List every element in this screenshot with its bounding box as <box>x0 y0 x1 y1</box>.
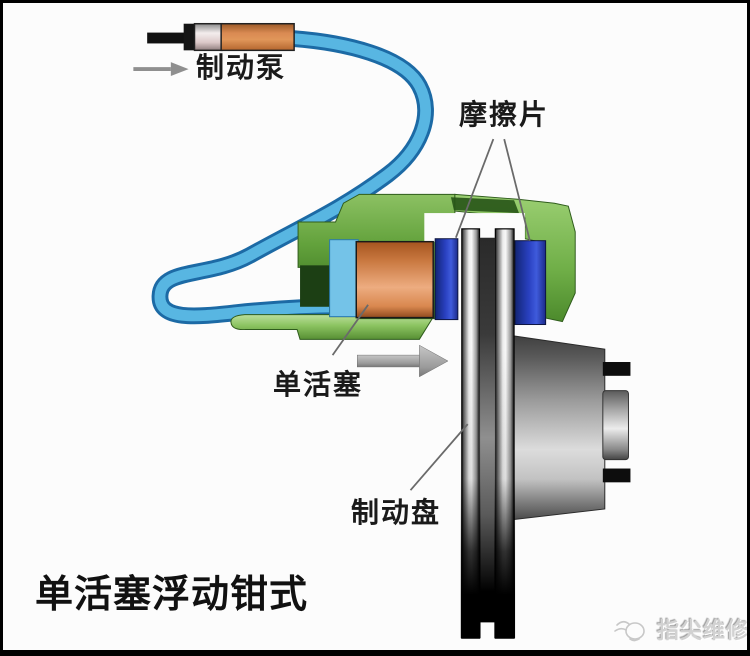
pump-arrow-icon <box>133 62 189 76</box>
pump-flange <box>183 23 195 51</box>
wheel-hub <box>509 334 631 521</box>
piston <box>355 240 434 319</box>
brake-disc <box>460 228 516 639</box>
hand-sketch-icon <box>614 620 645 642</box>
outer-friction-pad <box>514 240 547 326</box>
bridge-shadow <box>450 197 519 214</box>
diagram-title: 单活塞浮动钳式 <box>35 574 309 616</box>
pump-orange-cylinder <box>220 22 295 52</box>
pointer-brake-disc <box>409 423 469 491</box>
wheel-stud-top <box>602 362 631 376</box>
hub-cap <box>602 390 629 461</box>
brake-disc-label: 制动盘 <box>351 498 442 529</box>
caliper-mount-arm <box>230 314 433 340</box>
pointer-lines <box>331 138 531 491</box>
inner-friction-pad <box>434 238 459 321</box>
friction-pads-label: 摩擦片 <box>459 100 550 131</box>
hydraulic-hose <box>151 30 434 325</box>
wheel-stud-bottom <box>602 468 631 483</box>
brake-pump-label: 制动泵 <box>196 53 287 84</box>
force-arrow-icon <box>357 344 449 378</box>
pointer-single-piston <box>331 304 369 356</box>
pointer-friction-pad-outer <box>503 138 531 241</box>
fluid-channel <box>329 239 359 318</box>
watermark-text: 指尖维修 <box>657 618 750 643</box>
pointer-friction-pad-inner <box>455 138 495 239</box>
pump-rod <box>147 32 191 44</box>
watermark: 指尖维修 <box>613 613 750 645</box>
single-piston-label: 单活塞 <box>273 370 364 401</box>
caliper-dark-shadow <box>300 265 333 307</box>
diagram-canvas <box>133 22 631 639</box>
brake-pump <box>147 22 295 52</box>
disc-vent-channel <box>479 237 496 623</box>
pump-silver-section <box>193 22 223 52</box>
